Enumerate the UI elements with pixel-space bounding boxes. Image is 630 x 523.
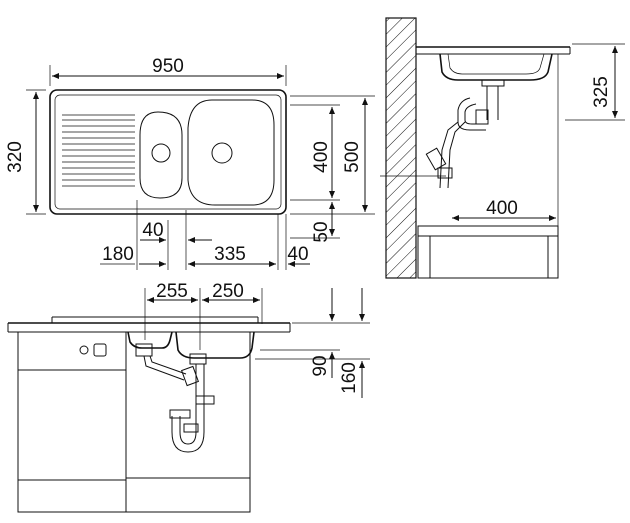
sink-top-outline [49,89,287,215]
control-knob [79,345,89,355]
dim-cut-left-180: 180 [102,244,134,265]
side-view: 400 325 [380,17,625,279]
small-bowl-drain [151,143,171,163]
dim-front-offset-50: 50 [311,221,332,242]
dim-right-margin-40: 40 [287,244,308,265]
large-bowl-top [187,99,275,206]
dim-side-depth-400: 400 [486,198,518,219]
dim-width-950: 950 [152,56,184,77]
drainboard-ribs [62,114,135,187]
small-bowl-top [139,111,183,199]
dim-bowl-gap-40: 40 [142,220,163,241]
dim-cabinet-500: 500 [342,141,363,173]
dim-bowl-depth-160: 160 [339,362,360,394]
dishwasher-cabinet [17,331,127,513]
dim-small-bowl-255: 255 [156,281,188,302]
bowl-side-profile [439,53,553,81]
side-cabinet [417,225,559,279]
dim-bowl-width-335: 335 [214,244,246,265]
dim-large-bowl-250: 250 [212,281,244,302]
front-small-bowl [127,331,173,349]
dim-overflow-90: 90 [310,355,331,376]
dim-bowl-length-400: 400 [311,141,332,173]
front-drain-trap [135,343,215,453]
dim-side-height-325: 325 [591,76,612,108]
front-view: 255 250 90 160 [7,281,370,513]
control-button [93,343,107,357]
large-bowl-drain [211,142,233,164]
front-large-bowl [175,331,255,359]
dim-depth-320: 320 [5,141,26,173]
top-view: 950 320 40 180 335 40 400 500 [5,56,375,270]
sink-top-inner-rim [54,94,282,210]
side-drain-trap [425,79,505,189]
wall-hatched [385,17,417,279]
